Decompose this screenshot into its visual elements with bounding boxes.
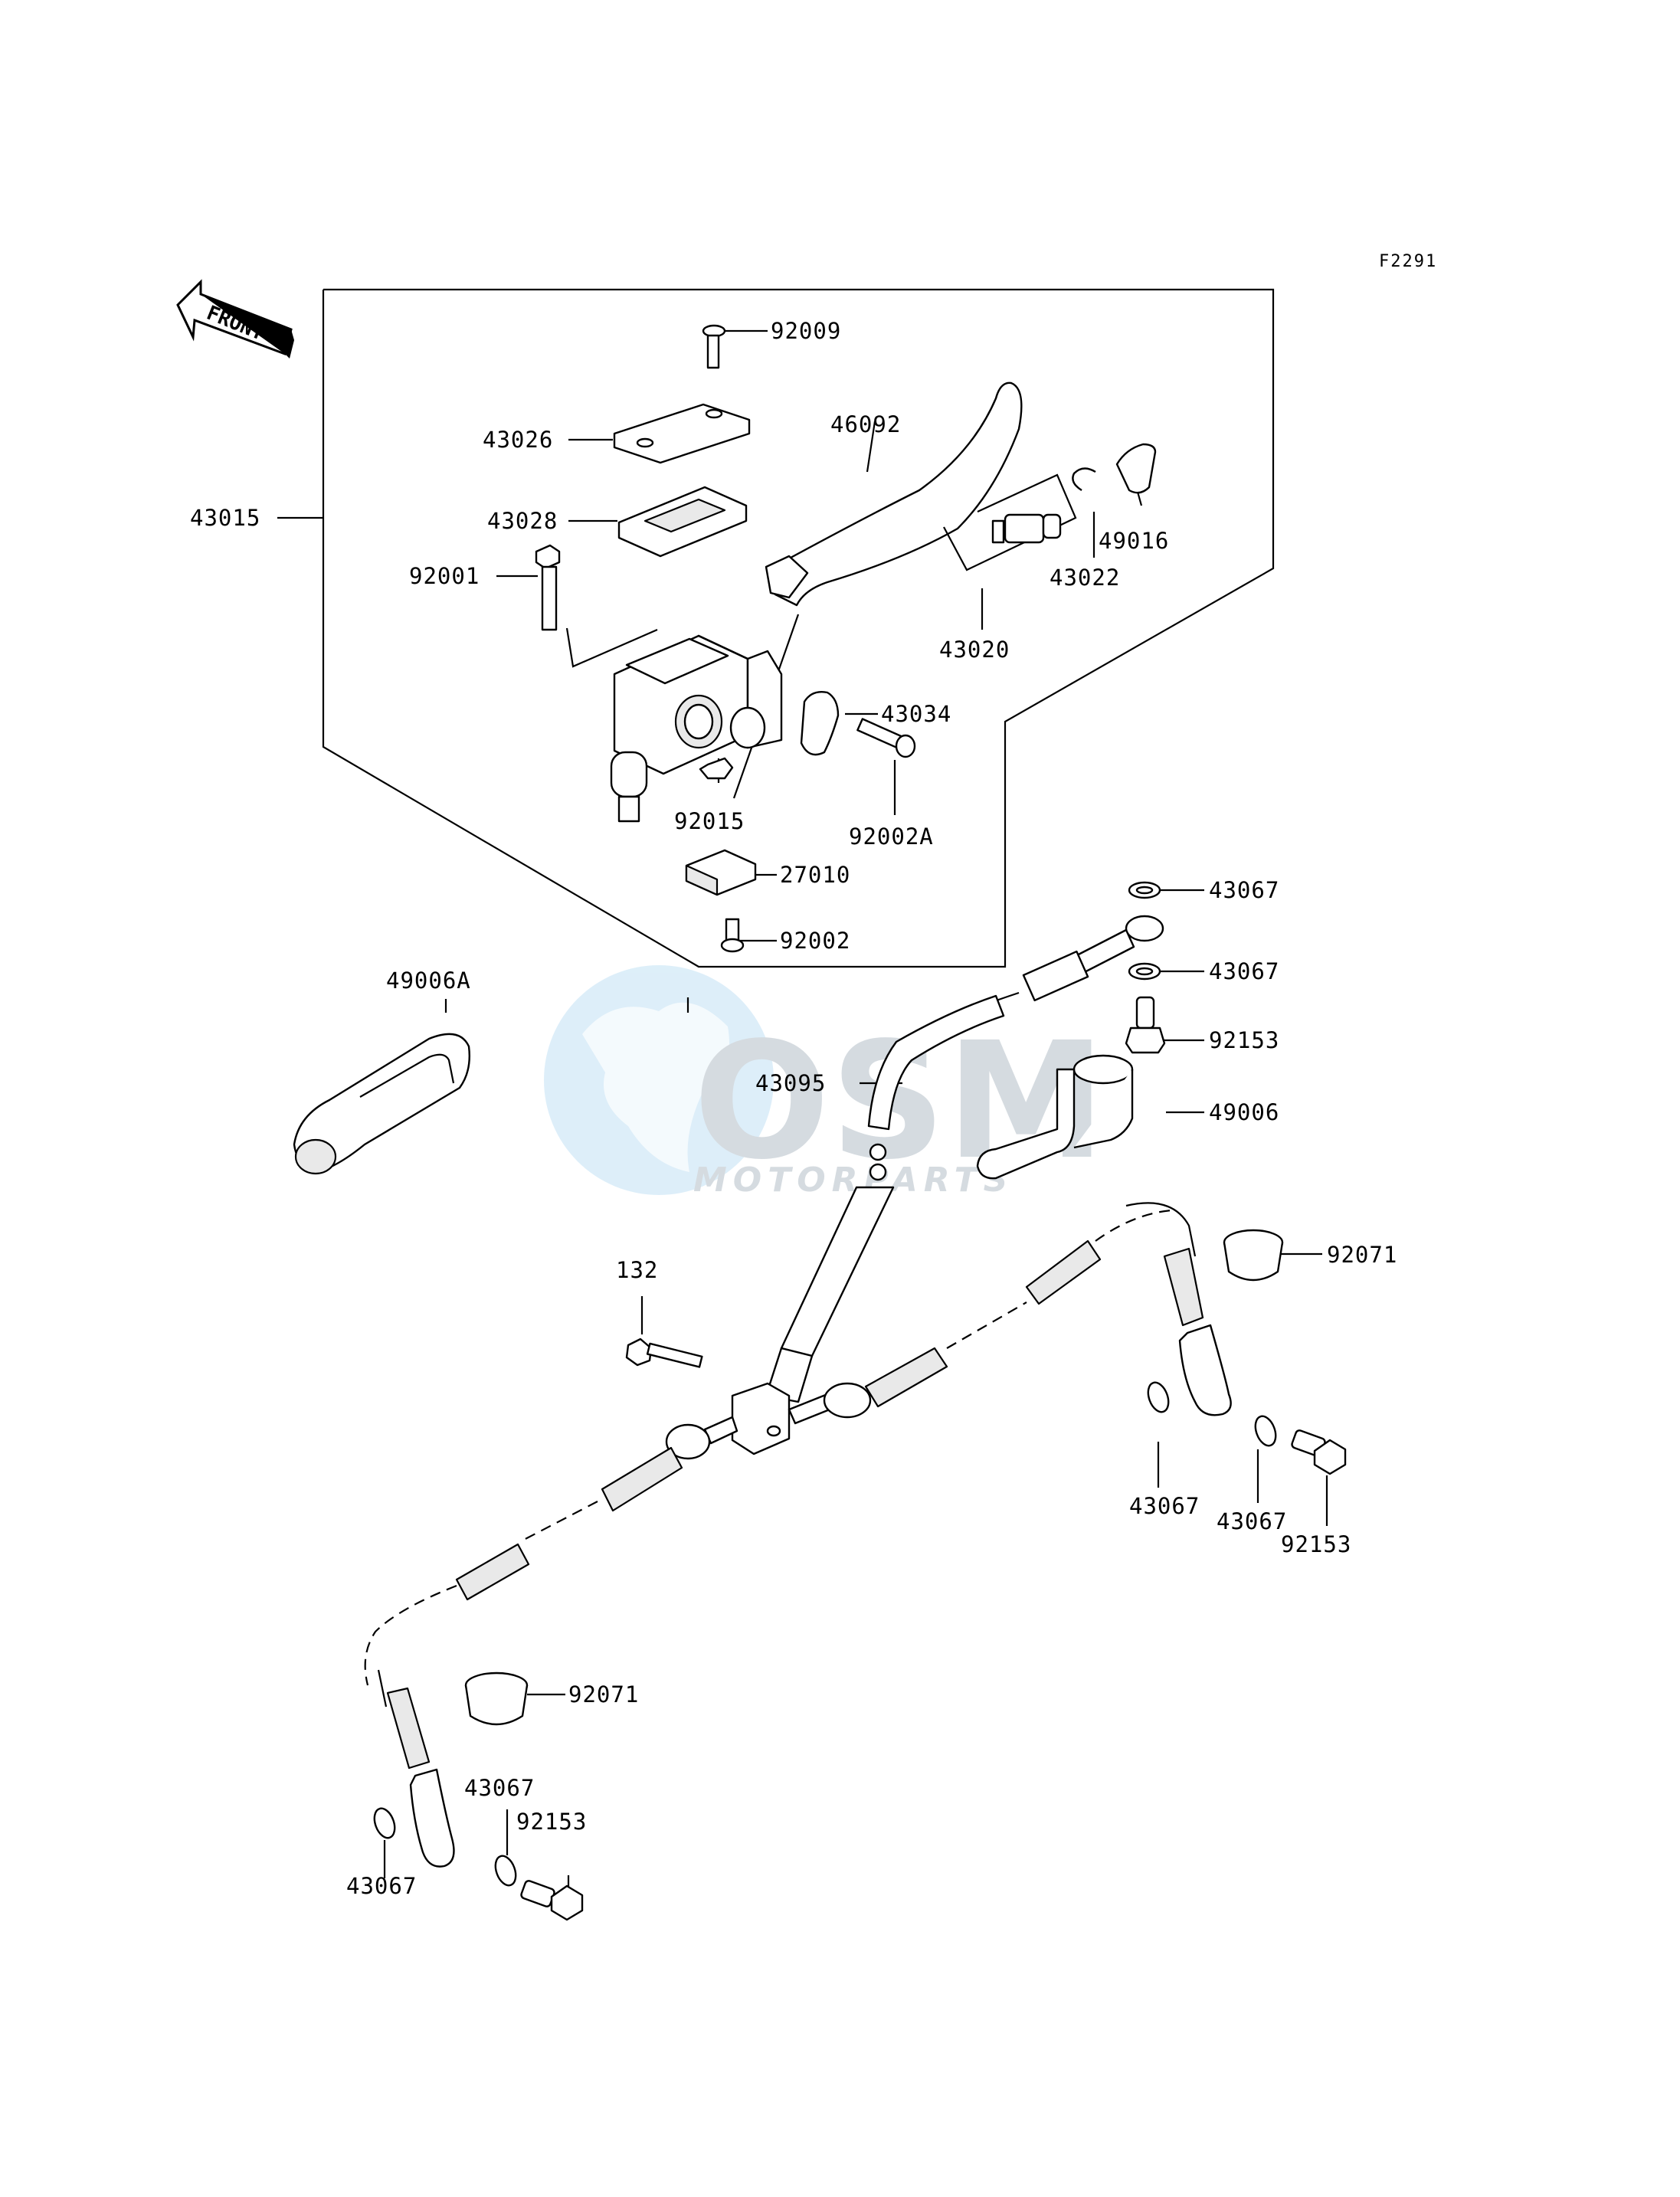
washer-43067-e bbox=[373, 1807, 396, 1839]
label-92001: 92001 bbox=[409, 563, 480, 589]
washer-43067-a bbox=[1128, 881, 1161, 899]
cover-49006A bbox=[293, 1033, 470, 1175]
label-43020: 43020 bbox=[939, 637, 1010, 663]
label-27010: 27010 bbox=[780, 862, 850, 888]
washer-43067-f bbox=[494, 1855, 517, 1887]
label-43067-b: 43067 bbox=[1209, 958, 1279, 984]
label-92153-b: 92153 bbox=[1281, 1531, 1351, 1557]
label-92009: 92009 bbox=[771, 318, 841, 344]
assembly-outline bbox=[322, 288, 1275, 968]
label-49006: 49006 bbox=[1209, 1099, 1279, 1125]
grommet-92071-b bbox=[464, 1671, 529, 1726]
bolt-92002A bbox=[856, 718, 916, 758]
label-43095: 43095 bbox=[755, 1070, 826, 1096]
label-92071-a: 92071 bbox=[1327, 1242, 1397, 1268]
label-43067-f: 43067 bbox=[346, 1873, 417, 1899]
left-brake-hose bbox=[364, 1416, 738, 1868]
label-43067-d: 43067 bbox=[1217, 1508, 1287, 1534]
watermark: OSM MOTORPARTS bbox=[544, 965, 1106, 1200]
grommet-92071-a bbox=[1223, 1229, 1284, 1282]
label-43022: 43022 bbox=[1050, 565, 1120, 591]
bolt-92001 bbox=[535, 544, 658, 668]
right-brake-hose bbox=[788, 1202, 1232, 1425]
watermark-brand: OSM bbox=[693, 1007, 1106, 1195]
brake-lever-46092 bbox=[765, 381, 1023, 607]
label-92002A: 92002A bbox=[849, 823, 934, 850]
label-49006A: 49006A bbox=[386, 968, 471, 994]
label-92015: 92015 bbox=[674, 808, 745, 834]
circlip-43022 bbox=[1072, 467, 1096, 492]
banjo-bolt-92153-c bbox=[520, 1880, 584, 1921]
washer-43067-b bbox=[1128, 962, 1161, 981]
piston-kit-43020 bbox=[943, 473, 1077, 571]
watermark-globe-icon bbox=[544, 965, 774, 1195]
label-92002: 92002 bbox=[780, 928, 850, 954]
washer-43067-c bbox=[1147, 1381, 1170, 1413]
label-43026: 43026 bbox=[483, 427, 553, 453]
label-43067-c: 43067 bbox=[1129, 1493, 1200, 1519]
washer-43067-d bbox=[1254, 1415, 1277, 1447]
front-arrow-icon: FRONT bbox=[176, 279, 294, 359]
nut-92015 bbox=[699, 757, 734, 780]
three-way-joint bbox=[731, 1382, 791, 1455]
screw-92002 bbox=[720, 918, 745, 953]
banjo-bolt-92153-b bbox=[1291, 1429, 1347, 1475]
switch-27010 bbox=[685, 849, 757, 896]
figure-code: F2291 bbox=[1379, 252, 1437, 271]
upper-hose-43095 bbox=[765, 915, 1164, 1403]
label-132: 132 bbox=[616, 1257, 658, 1283]
label-43028: 43028 bbox=[487, 508, 558, 534]
label-92153-a: 92153 bbox=[1209, 1027, 1279, 1053]
part-labels: 92009 43026 46092 43015 43028 49016 9200… bbox=[190, 318, 1397, 1899]
label-49016: 49016 bbox=[1099, 528, 1169, 554]
cover-49006 bbox=[976, 1054, 1134, 1180]
label-43067-a: 43067 bbox=[1209, 877, 1279, 903]
holder-43034 bbox=[800, 691, 840, 756]
bolt-132 bbox=[625, 1338, 703, 1368]
label-43034: 43034 bbox=[881, 701, 951, 727]
reservoir-cap-43026 bbox=[613, 403, 751, 464]
label-46092: 46092 bbox=[830, 411, 901, 437]
label-92153-c: 92153 bbox=[516, 1809, 587, 1835]
leader-lines bbox=[277, 329, 1328, 1894]
boot-49016 bbox=[1115, 443, 1157, 494]
diaphragm-43028 bbox=[617, 486, 748, 558]
label-43015: 43015 bbox=[190, 505, 260, 531]
watermark-subtitle: MOTORPARTS bbox=[693, 1161, 1014, 1200]
banjo-bolt-92153-a bbox=[1125, 996, 1166, 1054]
label-43067-e: 43067 bbox=[464, 1775, 535, 1801]
label-92071-b: 92071 bbox=[568, 1681, 639, 1708]
master-cylinder-body bbox=[610, 634, 783, 823]
screw-92009 bbox=[702, 324, 726, 369]
